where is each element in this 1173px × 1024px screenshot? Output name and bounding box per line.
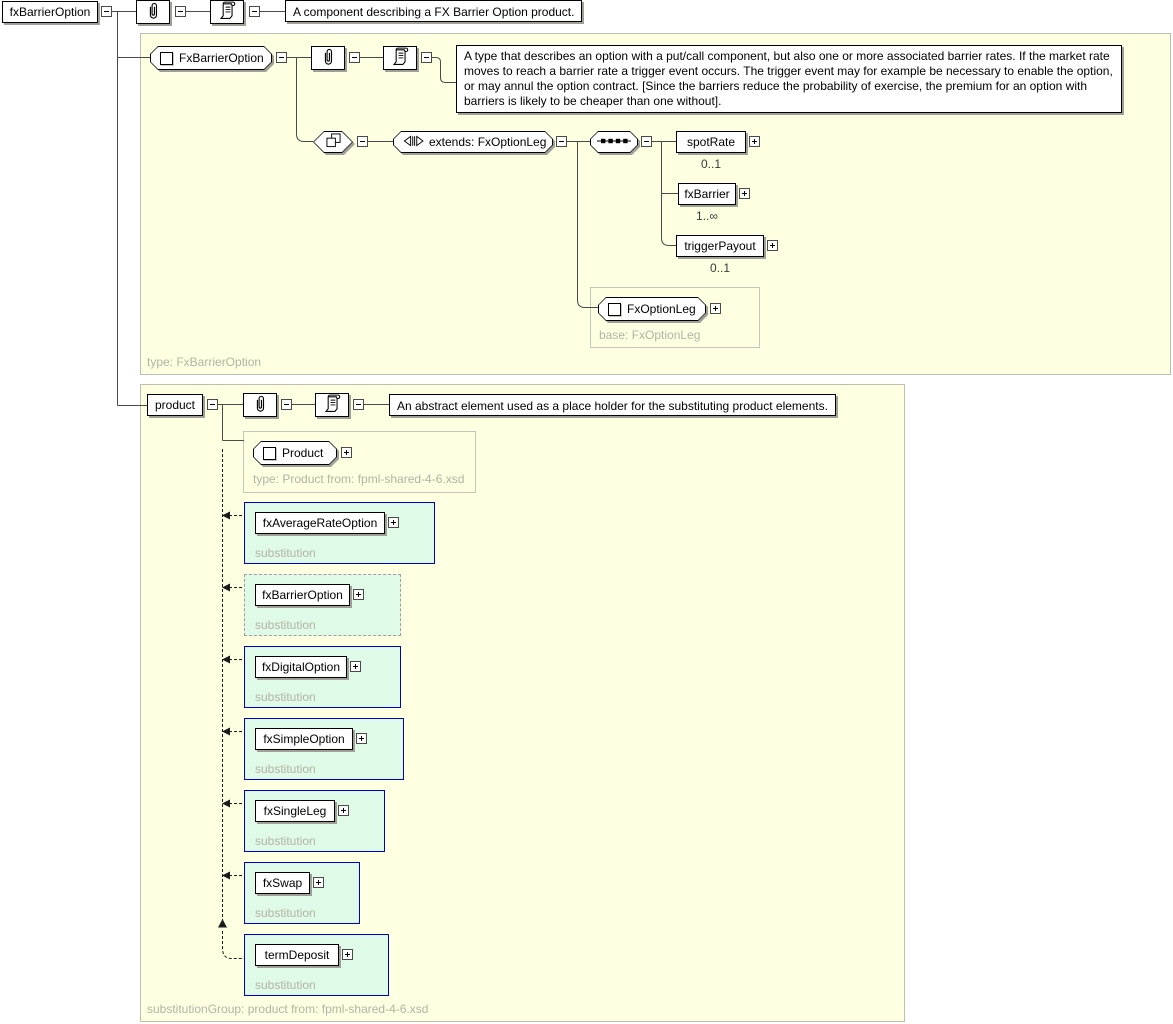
collapse-icon[interactable] <box>421 52 432 63</box>
head-type-caption: type: Product from: fpml-shared-4-6.xsd <box>253 472 465 486</box>
complex-type-icon <box>263 447 276 460</box>
substitution-caption: substitution <box>255 546 316 560</box>
collapse-icon[interactable] <box>357 136 368 147</box>
complex-content-icon <box>325 133 342 151</box>
type-name: FxBarrierOption <box>179 51 264 65</box>
sequence-icon <box>597 135 631 149</box>
base-type-node[interactable]: FxOptionLeg <box>598 297 706 321</box>
collapse-icon[interactable] <box>249 6 260 17</box>
substitution-element[interactable]: termDeposit <box>255 944 339 966</box>
occurrence-label: 1..∞ <box>696 209 718 223</box>
substitution-element[interactable]: fxSingleLeg <box>255 800 335 822</box>
collapse-icon[interactable] <box>556 136 567 147</box>
collapse-icon[interactable] <box>175 6 186 17</box>
substitution-caption: substitution <box>255 618 316 632</box>
occurrence-label: 0..1 <box>700 157 721 171</box>
substitution-element[interactable]: fxAverageRateOption <box>255 512 385 534</box>
base-type-caption: base: FxOptionLeg <box>599 328 701 342</box>
complex-content-node[interactable] <box>313 131 353 153</box>
product-annotation: An abstract element used as a place hold… <box>389 394 836 416</box>
paperclip-icon <box>320 46 336 71</box>
substitution-element[interactable]: fxBarrierOption <box>255 584 350 606</box>
substitution-caption: substitution <box>255 906 316 920</box>
expand-icon[interactable] <box>356 733 367 744</box>
sequence-node[interactable] <box>590 131 638 153</box>
paperclip-icon <box>145 0 161 25</box>
expand-icon[interactable] <box>350 661 361 672</box>
base-type-name: FxOptionLeg <box>627 302 696 316</box>
scroll-icon <box>391 46 409 70</box>
substitution-caption: substitution <box>255 762 316 776</box>
expand-icon[interactable] <box>388 517 399 528</box>
attributes-button[interactable] <box>311 46 345 70</box>
expand-icon[interactable] <box>710 303 721 314</box>
collapse-icon[interactable] <box>353 399 364 410</box>
attributes-button[interactable] <box>136 0 170 24</box>
annotation-button[interactable] <box>315 393 349 417</box>
extension-icon <box>403 135 424 150</box>
scroll-icon <box>323 393 341 417</box>
substitution-element[interactable]: fxSwap <box>255 872 310 894</box>
type-annotation: A type that describes an option with a p… <box>456 45 1122 113</box>
annotation-button[interactable] <box>210 0 244 24</box>
root-element-box[interactable]: fxBarrierOption <box>2 1 98 23</box>
expand-icon[interactable] <box>767 240 778 251</box>
extends-label: extends: FxOptionLeg <box>429 135 547 149</box>
annotation-button[interactable] <box>383 46 417 70</box>
head-type-name: Product <box>282 446 324 460</box>
expand-icon[interactable] <box>341 447 352 458</box>
expand-icon[interactable] <box>739 188 750 199</box>
substitution-element[interactable]: fxDigitalOption <box>255 656 347 678</box>
substitution-element[interactable]: fxSimpleOption <box>255 728 353 750</box>
attributes-button[interactable] <box>243 393 277 417</box>
expand-icon[interactable] <box>353 589 364 600</box>
substitution-caption: substitution <box>255 834 316 848</box>
type-region-footer: type: FxBarrierOption <box>147 355 262 369</box>
expand-icon[interactable] <box>342 949 353 960</box>
collapse-icon[interactable] <box>101 6 112 17</box>
collapse-icon[interactable] <box>349 52 360 63</box>
child-element-fxBarrier[interactable]: fxBarrier <box>678 183 736 205</box>
root-annotation: A component describing a FX Barrier Opti… <box>285 0 583 22</box>
collapse-icon[interactable] <box>281 399 292 410</box>
head-type-node[interactable]: Product <box>253 441 337 465</box>
substitution-region-footer: substitutionGroup: product from: fpml-sh… <box>147 1002 429 1016</box>
product-element-box[interactable]: product <box>147 394 203 416</box>
scroll-icon <box>218 0 236 24</box>
paperclip-icon <box>252 393 268 418</box>
child-element-spotRate[interactable]: spotRate <box>676 131 746 153</box>
expand-icon[interactable] <box>749 136 760 147</box>
collapse-icon[interactable] <box>641 136 652 147</box>
extension-node[interactable]: extends: FxOptionLeg <box>393 131 553 153</box>
collapse-icon[interactable] <box>207 399 218 410</box>
complex-type-icon <box>160 52 173 65</box>
collapse-icon[interactable] <box>276 52 287 63</box>
occurrence-label: 0..1 <box>709 261 730 275</box>
expand-icon[interactable] <box>313 877 324 888</box>
substitution-caption: substitution <box>255 690 316 704</box>
expand-icon[interactable] <box>338 805 349 816</box>
child-element-triggerPayout[interactable]: triggerPayout <box>676 235 764 257</box>
substitution-caption: substitution <box>255 978 316 992</box>
complex-type-icon <box>608 303 621 316</box>
complex-type-node[interactable]: FxBarrierOption <box>150 46 272 70</box>
